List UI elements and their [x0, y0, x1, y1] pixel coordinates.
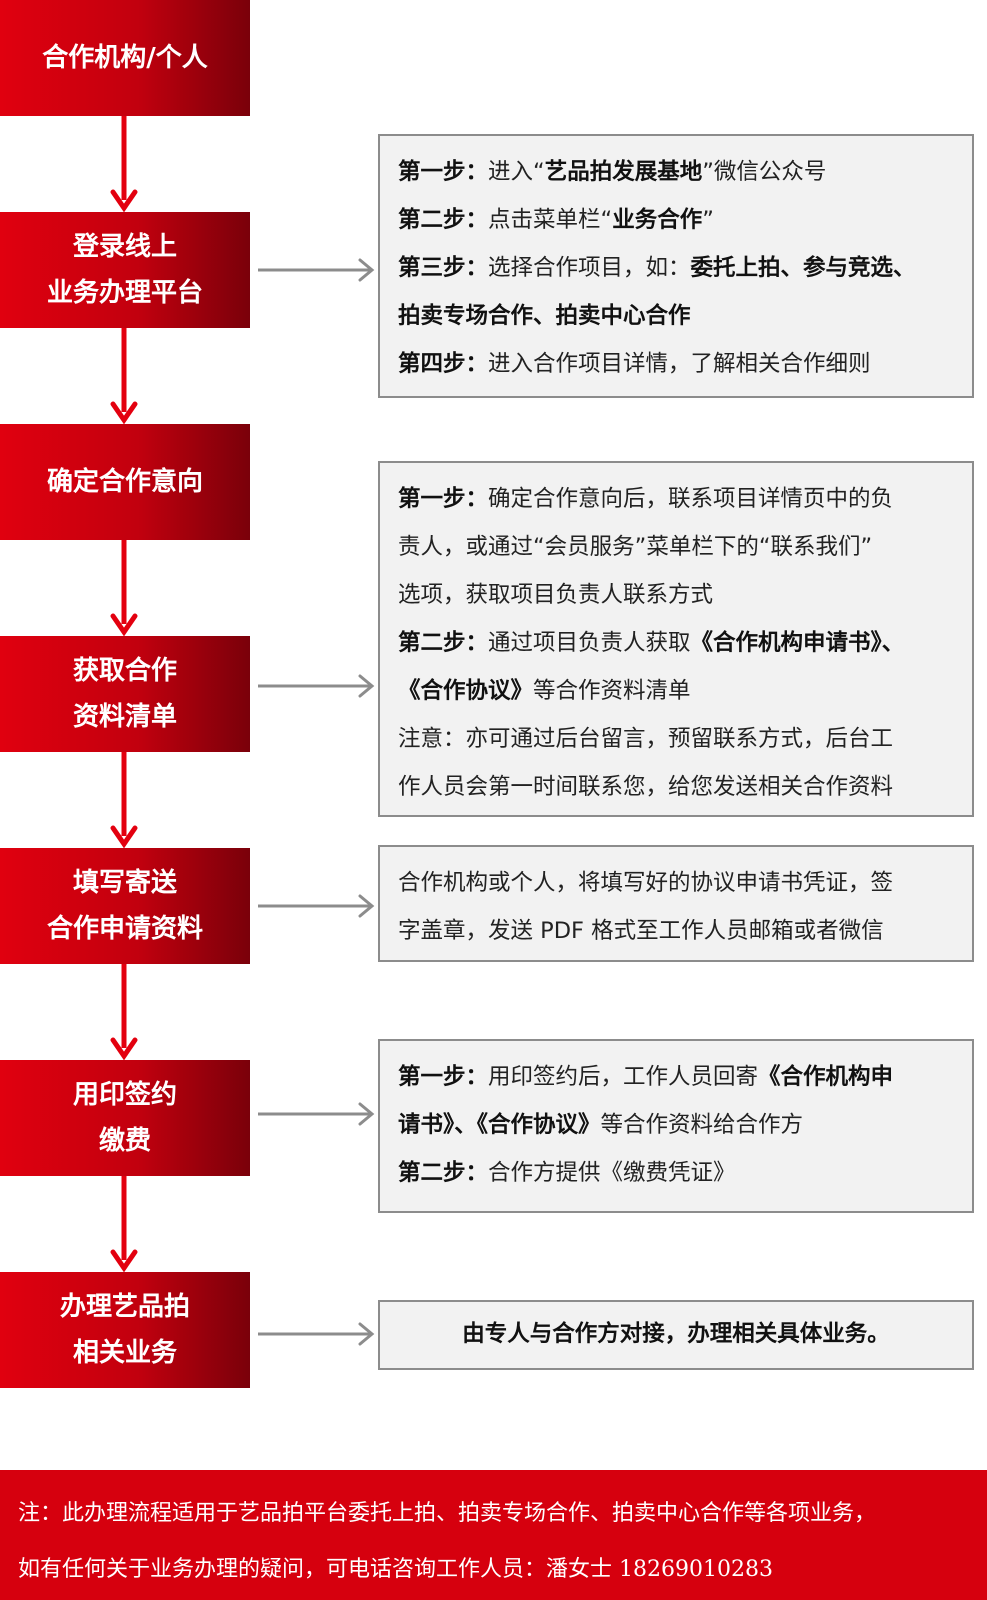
detail-materials: 第一步：确定合作意向后，联系项目详情页中的负 责人，或通过“会员服务”菜单栏下的…: [378, 461, 974, 817]
detail-line: 合作机构或个人，将填写好的协议申请书凭证，签: [398, 870, 894, 896]
right-arrow-head: [358, 258, 375, 282]
detail-line: 字盖章，发送 PDF 格式至工作人员邮箱或者微信: [398, 918, 884, 944]
detail-line: 第四步：进入合作项目详情，了解相关合作细则: [398, 351, 871, 377]
detail-line: 第二步：点击菜单栏“业务合作”: [398, 207, 714, 233]
detail-line: 选项，获取项目负责人联系方式: [398, 582, 714, 608]
detail-line: 由专人与合作方对接，办理相关具体业务。: [462, 1321, 890, 1347]
right-arrow-head: [358, 674, 375, 698]
step-label: 登录线上: [72, 232, 177, 262]
detail-line: 拍卖专场合作、拍卖中心合作: [398, 303, 691, 329]
step-label: 业务办理平台: [46, 278, 203, 308]
detail-platform: 第一步：进入“艺品拍发展基地”微信公众号 第二步：点击菜单栏“业务合作” 第三步…: [378, 134, 974, 398]
detail-line: 第一步：确定合作意向后，联系项目详情页中的负: [398, 486, 894, 512]
right-arrow-head: [358, 1322, 375, 1346]
step-label: 用印签约: [72, 1080, 177, 1110]
detail-line: 注意：亦可通过后台留言，预留联系方式，后台工: [398, 726, 894, 752]
footer-line: 注：此办理流程适用于艺品拍平台委托上拍、拍卖专场合作、拍卖中心合作等各项业务，: [18, 1501, 877, 1526]
detail-handle: 由专人与合作方对接，办理相关具体业务。: [378, 1300, 974, 1370]
detail-sign: 第一步：用印签约后，工作人员回寄《合作机构申 请书》、《合作协议》等合作资料给合…: [378, 1039, 974, 1213]
step-label: 资料清单: [72, 702, 177, 732]
step-label: 缴费: [98, 1126, 151, 1156]
step-partner: 合作机构/个人: [0, 0, 250, 116]
down-arrow-head: [110, 1249, 138, 1273]
detail-submit: 合作机构或个人，将填写好的协议申请书凭证，签 字盖章，发送 PDF 格式至工作人…: [378, 845, 974, 962]
horizontal-arrows: [258, 258, 375, 1346]
flow-arrows: [110, 116, 375, 1346]
detail-line: 第二步：合作方提供《缴费凭证》: [398, 1160, 736, 1186]
down-arrow-head: [110, 189, 138, 213]
down-arrow-head: [110, 613, 138, 637]
detail-line: 《合作协议》等合作资料清单: [398, 678, 691, 704]
step-label: 填写寄送: [72, 868, 177, 898]
detail-line: 第一步：用印签约后，工作人员回寄《合作机构申: [398, 1064, 894, 1090]
step-label: 合作机构/个人: [42, 43, 208, 73]
footer-line: 如有任何关于业务办理的疑问，可电话咨询工作人员：潘女士 18269010283: [18, 1557, 773, 1582]
detail-line: 作人员会第一时间联系您，给您发送相关合作资料: [398, 774, 894, 800]
step-label: 获取合作: [72, 656, 177, 686]
detail-line: 第一步：进入“艺品拍发展基地”微信公众号: [398, 159, 827, 185]
right-arrow-head: [358, 894, 375, 918]
detail-line: 请书》、《合作协议》等合作资料给合作方: [398, 1112, 804, 1138]
footer-note: 注：此办理流程适用于艺品拍平台委托上拍、拍卖专场合作、拍卖中心合作等各项业务， …: [0, 1470, 987, 1600]
down-arrow-head: [110, 825, 138, 849]
step-sign-pay: 用印签约 缴费: [0, 1060, 250, 1176]
step-get-materials: 获取合作 资料清单: [0, 636, 250, 752]
step-login-platform: 登录线上 业务办理平台: [0, 212, 250, 328]
detail-line: 责人，或通过“会员服务”菜单栏下的“联系我们”: [398, 534, 873, 560]
step-label: 确定合作意向: [46, 467, 203, 497]
vertical-arrows: [110, 116, 138, 1273]
step-confirm-intent: 确定合作意向: [0, 424, 250, 540]
detail-line: 第三步：选择合作项目，如：委托上拍、参与竞选、: [398, 255, 916, 281]
step-handle-business: 办理艺品拍 相关业务: [0, 1272, 250, 1388]
down-arrow-head: [110, 1037, 138, 1061]
step-label: 相关业务: [72, 1338, 177, 1368]
down-arrow-head: [110, 401, 138, 425]
step-submit-application: 填写寄送 合作申请资料: [0, 848, 250, 964]
step-label: 办理艺品拍: [59, 1292, 190, 1322]
step-label: 合作申请资料: [46, 914, 203, 944]
detail-line: 第二步：通过项目负责人获取《合作机构申请书》、: [398, 630, 905, 656]
right-arrow-head: [358, 1102, 375, 1126]
